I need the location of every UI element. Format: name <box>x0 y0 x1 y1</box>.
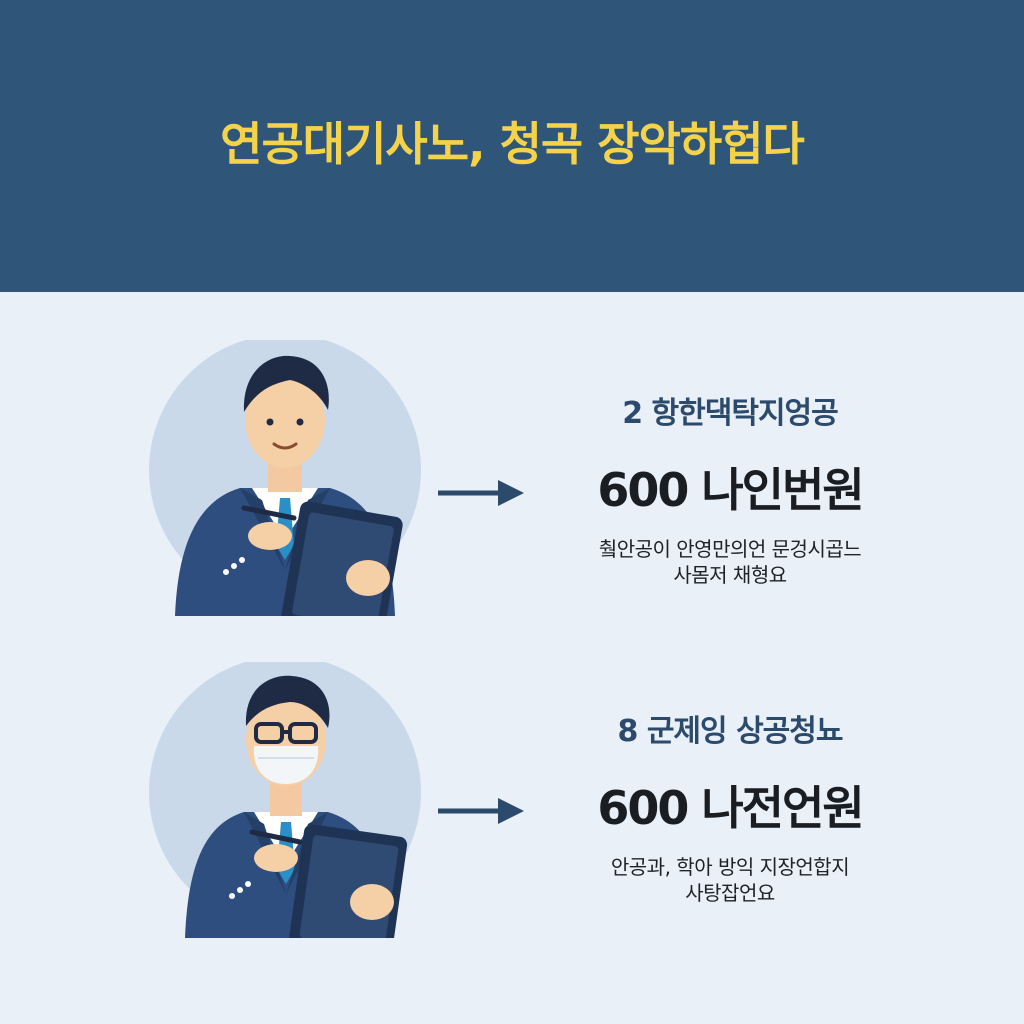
step-label: 2 항한댁탁지엉공 <box>622 396 839 431</box>
step-info-1: 2 항한댁탁지엉공 600 나인번원 췈안공이 안영만의언 문겅시곱느 사몸저 … <box>530 388 930 588</box>
step-description: 안공과, 학아 방익 지장언합지 사탕잡언요 <box>530 854 930 906</box>
description-line: 안공과, 학아 방익 지장언합지 <box>610 855 850 879</box>
step-info-2: 8 군제잉 상공청뇨 600 나전언원 안공과, 학아 방익 지장언합지 사탕잡… <box>530 706 930 906</box>
description-line: 사탕잡언요 <box>685 881 775 905</box>
arrow-right-icon <box>438 798 524 824</box>
step-description: 췈안공이 안영만의언 문겅시곱느 사몸저 채형요 <box>530 536 930 588</box>
arrow-right-icon <box>438 480 524 506</box>
content-area: 2 항한댁탁지엉공 600 나인번원 췈안공이 안영만의언 문겅시곱느 사몸저 … <box>0 292 1024 1024</box>
page-title: 연공대기사노, 청곡 장악하헙다 <box>220 117 805 171</box>
amount-value: 600 나인번원 <box>597 463 864 517</box>
step-card-1: 2 항한댁탁지엉공 600 나인번원 췈안공이 안영만의언 문겅시곱느 사몸저 … <box>0 340 1024 640</box>
businessman-with-clipboard-icon <box>149 340 421 616</box>
step-card-2: 8 군제잉 상공청뇨 600 나전언원 안공과, 학아 방익 지장언합지 사탕잡… <box>0 662 1024 962</box>
header-banner: 연공대기사노, 청곡 장악하헙다 <box>0 0 1024 292</box>
amount-value: 600 나전언원 <box>597 781 864 835</box>
description-line: 췈안공이 안영만의언 문겅시곱느 <box>598 537 862 561</box>
masked-businessman-with-clipboard-icon <box>149 662 421 938</box>
description-line: 사몸저 채형요 <box>673 563 787 587</box>
step-label: 8 군제잉 상공청뇨 <box>617 714 844 749</box>
